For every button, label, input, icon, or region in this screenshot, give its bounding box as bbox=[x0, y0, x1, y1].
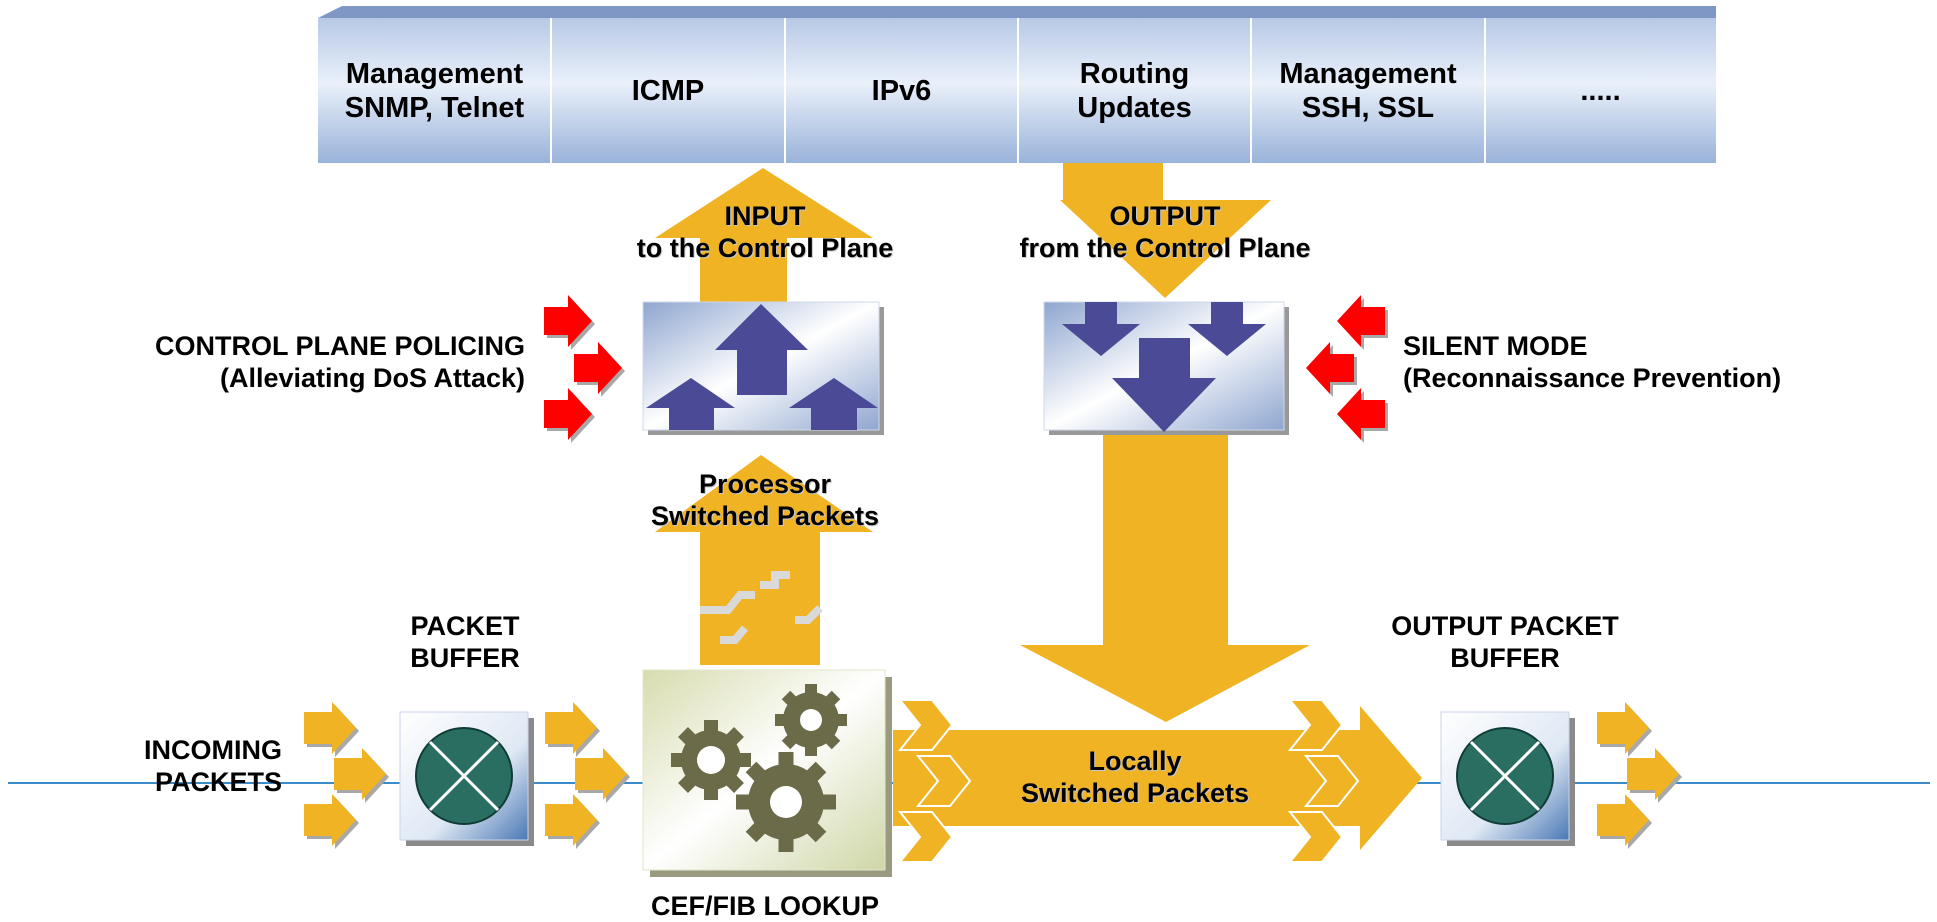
output-buffer-line1: OUTPUT PACKET bbox=[1391, 611, 1619, 641]
output-buffer-label: OUTPUT PACKET BUFFER bbox=[1360, 610, 1650, 674]
bar-cell-line1: ICMP bbox=[631, 74, 705, 107]
protocol-bar bbox=[318, 6, 1716, 163]
input-label-line1: INPUT bbox=[724, 201, 806, 231]
bar-cell-line2: SSH, SSL bbox=[1301, 91, 1435, 124]
locally-switched-label: Locally Switched Packets bbox=[985, 745, 1285, 809]
packet-buffer-line1: PACKET bbox=[410, 611, 520, 641]
input-label-line2: to the Control Plane bbox=[636, 233, 894, 263]
buffer-exit-arrows bbox=[545, 702, 630, 849]
packet-buffer-line2: BUFFER bbox=[410, 643, 520, 673]
cef-lookup-box bbox=[642, 669, 892, 877]
up-arrows-icon bbox=[646, 304, 878, 430]
packet-buffer bbox=[399, 711, 534, 846]
cef-fib-lookup-label: CEF/FIB LOOKUP bbox=[600, 890, 930, 922]
locally-label-line2: Switched Packets bbox=[1020, 778, 1250, 808]
gears-icon bbox=[671, 684, 847, 852]
output-buffer-line2: BUFFER bbox=[1450, 643, 1560, 673]
incoming-arrows bbox=[304, 702, 389, 849]
processor-step-marks bbox=[700, 571, 823, 644]
bar-cell-line2: Updates bbox=[1077, 91, 1192, 124]
bar-cell-more: ..... bbox=[1485, 18, 1716, 163]
silent-label-line2: (Reconnaissance Prevention) bbox=[1403, 363, 1782, 393]
control-plane-policing-label: CONTROL PLANE POLICING (Alleviating DoS … bbox=[80, 330, 525, 394]
bar-cell-ipv6: IPv6 bbox=[785, 18, 1018, 163]
bar-cell-line1: Management bbox=[1279, 57, 1457, 90]
input-label: INPUT to the Control Plane bbox=[600, 200, 930, 264]
output-packet-buffer bbox=[1440, 711, 1575, 846]
silent-label-line1: SILENT MODE bbox=[1403, 331, 1588, 361]
policing-arrows bbox=[544, 295, 625, 443]
bar-cell-line1: Management bbox=[345, 57, 524, 90]
output-label: OUTPUT from the Control Plane bbox=[990, 200, 1340, 264]
output-label-line1: OUTPUT bbox=[1109, 201, 1221, 231]
output-label-line2: from the Control Plane bbox=[1019, 233, 1311, 263]
input-up-arrow bbox=[655, 168, 873, 303]
silent-mode-arrows bbox=[1306, 295, 1388, 443]
silent-mode-label: SILENT MODE (Reconnaissance Prevention) bbox=[1403, 330, 1833, 394]
flow-chevrons bbox=[897, 699, 1360, 863]
buffer-x-icon bbox=[415, 727, 513, 825]
incoming-label-line2: PACKETS bbox=[154, 767, 282, 797]
cpp-label-line2: (Alleviating DoS Attack) bbox=[219, 363, 525, 393]
packet-buffer-label: PACKET BUFFER bbox=[360, 610, 570, 674]
bar-cell-line1: Routing bbox=[1079, 57, 1190, 90]
output-queue-box bbox=[1043, 301, 1289, 435]
bar-cell-icmp: ICMP bbox=[551, 18, 785, 163]
bar-cell-line1: ..... bbox=[1580, 74, 1621, 107]
processor-label-line2: Switched Packets bbox=[650, 501, 880, 531]
down-arrows-icon bbox=[1062, 302, 1266, 432]
bar-cell-line2: SNMP, Telnet bbox=[344, 91, 525, 124]
cpp-label-line1: CONTROL PLANE POLICING bbox=[154, 331, 525, 361]
processor-label-line1: Processor bbox=[698, 469, 832, 499]
locally-switched-arrow bbox=[893, 706, 1422, 850]
buffer-x-icon bbox=[1456, 727, 1554, 825]
incoming-label-line1: INCOMING bbox=[144, 735, 282, 765]
output-down-arrow bbox=[1060, 163, 1271, 298]
local-down-arrow bbox=[1020, 433, 1310, 722]
cef-label: CEF/FIB LOOKUP bbox=[651, 891, 879, 921]
incoming-packets-label: INCOMING PACKETS bbox=[90, 734, 282, 798]
output-exit-arrows bbox=[1597, 702, 1682, 849]
locally-label-line1: Locally bbox=[1088, 746, 1182, 776]
processor-switched-label: Processor Switched Packets bbox=[615, 468, 915, 532]
bar-cell-line1: IPv6 bbox=[871, 74, 932, 107]
input-queue-box bbox=[642, 301, 884, 435]
